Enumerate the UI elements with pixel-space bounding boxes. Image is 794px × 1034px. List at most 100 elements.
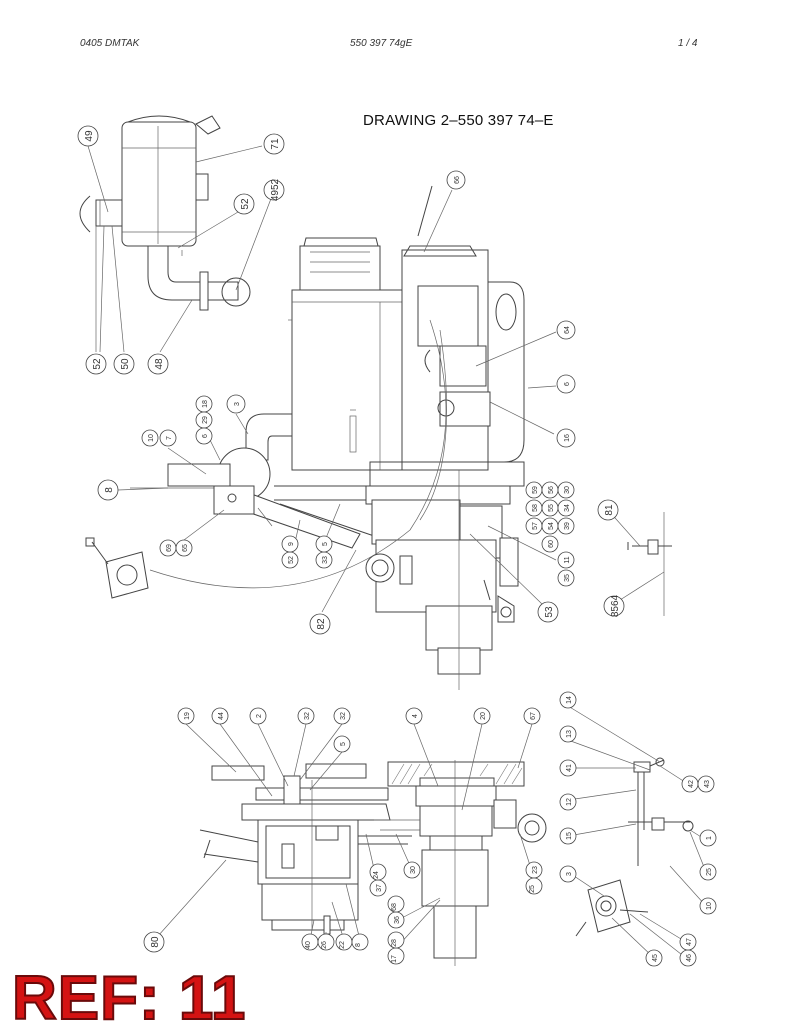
svg-text:2: 2 <box>256 714 263 718</box>
reference-label: REF: 11 <box>11 964 247 1033</box>
callout-48: 48 <box>147 353 169 375</box>
svg-text:25: 25 <box>529 885 536 893</box>
callout-49: 49 <box>77 125 99 147</box>
callout-6-b: 6 <box>195 427 213 445</box>
svg-text:56: 56 <box>548 486 555 494</box>
callout-64: 64 <box>556 320 576 340</box>
callout-18: 18 <box>195 395 213 413</box>
callout-65: 65 <box>175 539 193 557</box>
main-unit-lower <box>149 319 519 690</box>
callout-34: 34 <box>557 499 575 517</box>
callout-45: 45 <box>645 949 663 967</box>
callout-36: 36 <box>387 911 405 929</box>
callout-52-b: 52 <box>85 353 107 375</box>
svg-text:49: 49 <box>84 130 95 142</box>
callout-7: 7 <box>159 429 177 447</box>
svg-text:50: 50 <box>120 358 131 370</box>
callout-54: 54 <box>541 517 559 535</box>
callout-57: 57 <box>525 517 543 535</box>
callout-42: 42 <box>681 775 699 793</box>
callout-69: 69 <box>159 539 177 557</box>
callout-56: 56 <box>541 481 559 499</box>
svg-text:10: 10 <box>706 902 713 910</box>
svg-text:3: 3 <box>566 872 573 876</box>
svg-text:55: 55 <box>548 504 555 512</box>
callout-50: 50 <box>113 353 135 375</box>
callout-25: 25 <box>699 863 717 881</box>
callout-43: 43 <box>697 775 715 793</box>
svg-text:68: 68 <box>391 903 398 911</box>
svg-text:25: 25 <box>706 868 713 876</box>
svg-text:30: 30 <box>564 486 571 494</box>
callout-5: 5 <box>315 535 333 553</box>
callout-19: 19 <box>177 707 195 725</box>
bottom-assembly-left <box>199 763 412 935</box>
svg-text:81: 81 <box>604 504 615 516</box>
svg-text:15: 15 <box>566 832 573 840</box>
svg-text:42: 42 <box>688 780 695 788</box>
svg-text:47: 47 <box>686 938 693 946</box>
svg-text:52: 52 <box>92 358 103 370</box>
callout-26: 26 <box>317 933 335 951</box>
svg-text:71: 71 <box>270 138 281 150</box>
air-filter-assembly <box>79 115 251 311</box>
drawing-title: DRAWING 2–550 397 74–E <box>363 112 554 129</box>
callout-82: 82 <box>309 613 331 635</box>
svg-text:28: 28 <box>391 939 398 947</box>
callout-3: 3 <box>226 394 246 414</box>
callout-17: 17 <box>387 947 405 965</box>
svg-text:4952: 4952 <box>270 178 281 201</box>
callout-20: 20 <box>473 707 491 725</box>
svg-text:6: 6 <box>202 434 209 438</box>
callout-4952: 4952 <box>263 178 285 201</box>
svg-text:44: 44 <box>218 712 225 720</box>
callout-8564: 8564 <box>603 594 625 617</box>
svg-text:5: 5 <box>340 742 347 746</box>
svg-text:22: 22 <box>339 941 346 949</box>
callout-60: 60 <box>541 535 559 553</box>
callout-81: 81 <box>597 499 619 521</box>
callout-9: 9 <box>281 535 299 553</box>
svg-text:20: 20 <box>480 712 487 720</box>
svg-text:9: 9 <box>288 542 295 546</box>
svg-text:69: 69 <box>166 544 173 552</box>
callout-2: 2 <box>249 707 267 725</box>
callout-8-b: 8 <box>351 933 369 951</box>
svg-text:52: 52 <box>288 556 295 564</box>
svg-text:4: 4 <box>412 714 419 718</box>
svg-text:8: 8 <box>355 943 362 947</box>
svg-text:16: 16 <box>564 434 571 442</box>
callout-1: 1 <box>699 829 717 847</box>
callout-3-b: 3 <box>559 865 577 883</box>
svg-text:43: 43 <box>704 780 711 788</box>
callout-4: 4 <box>405 707 423 725</box>
callout-25-b: 25 <box>525 877 543 895</box>
callout-33: 33 <box>315 551 333 569</box>
svg-text:26: 26 <box>321 941 328 949</box>
svg-text:57: 57 <box>532 522 539 530</box>
svg-text:30: 30 <box>410 866 417 874</box>
svg-text:59: 59 <box>532 486 539 494</box>
callout-52-a: 52 <box>233 193 255 215</box>
svg-text:80: 80 <box>150 936 161 948</box>
svg-text:39: 39 <box>564 522 571 530</box>
callout-40: 40 <box>301 933 319 951</box>
callout-22: 22 <box>335 933 353 951</box>
callout-32-b: 32 <box>333 707 351 725</box>
svg-text:19: 19 <box>184 712 191 720</box>
callout-6: 6 <box>556 374 576 394</box>
callout-24: 24 <box>369 863 387 881</box>
callout-53: 53 <box>537 601 559 623</box>
svg-text:64: 64 <box>564 326 571 334</box>
svg-text:3: 3 <box>234 402 241 406</box>
svg-text:67: 67 <box>530 712 537 720</box>
svg-text:14: 14 <box>566 696 573 704</box>
callout-41: 41 <box>559 759 577 777</box>
svg-text:41: 41 <box>566 764 573 772</box>
callout-30-b: 30 <box>403 861 421 879</box>
svg-text:8564: 8564 <box>610 594 621 617</box>
svg-text:17: 17 <box>391 955 398 963</box>
svg-text:46: 46 <box>686 954 693 962</box>
air-filter-leaders <box>87 145 273 353</box>
